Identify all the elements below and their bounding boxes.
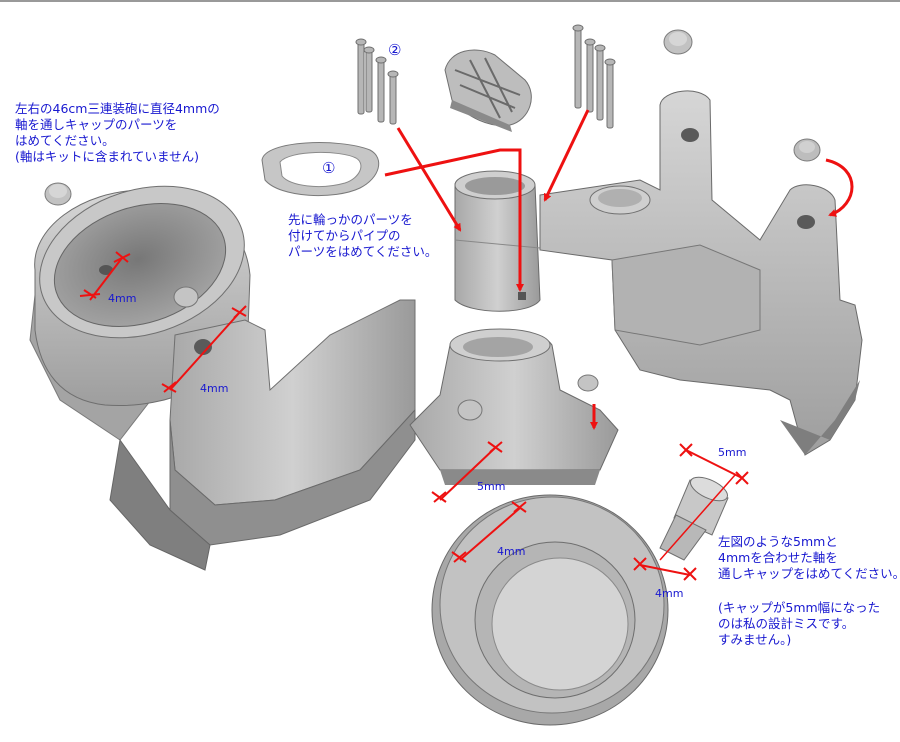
dim-pin-bottom: 4mm: [655, 587, 684, 600]
marker-one: ①: [322, 159, 336, 177]
arrow-ring-to-pipe: [384, 148, 524, 292]
dim-left-arm-shaft: 4mm: [200, 382, 229, 395]
center-note-line-3: パーツをはめてください。: [288, 244, 438, 259]
left-u-arm: [109, 299, 416, 571]
right-instruction-note: 左図のような5mmと 4mmを合わせた軸を 通しキャップをはめてください。: [718, 534, 900, 582]
pin-set-2: [355, 38, 399, 125]
apology-note: (キャップが5mm幅になった のは私の設計ミスです。 すみません。): [718, 600, 880, 648]
bottom-ring: [431, 494, 669, 726]
arrow-cap-to-right: [825, 158, 854, 217]
assembly-arrows: [384, 109, 854, 430]
center-note-line-1: 先に輪っかのパーツを: [288, 212, 413, 227]
turret-bore-hole: [99, 265, 113, 275]
right-assembly: [539, 90, 863, 456]
dim-turret-bore: 4mm: [108, 292, 137, 305]
right-loose-cap: [793, 138, 821, 162]
marker-two: ②: [388, 41, 402, 59]
left-turret-assembly: [29, 182, 416, 571]
dim-ring-bottom: 4mm: [497, 545, 526, 558]
apology-note-line-2: のは私の設計ミスです。: [718, 616, 855, 631]
left-note-line-1: 左右の46cm三連装砲に直径4mmの: [15, 101, 220, 116]
left-note-line-4: (軸はキットに含まれていません): [15, 149, 200, 164]
arrow-right-pins: [543, 109, 590, 202]
left-note-line-2: 軸を通しキャップのパーツを: [15, 117, 178, 132]
top-right-cap: [663, 29, 693, 55]
center-lower-base: [409, 328, 619, 485]
left-turret-drum: [34, 185, 251, 407]
ring-part: [261, 142, 380, 196]
left-note-line-3: はめてください。: [15, 133, 115, 148]
center-instruction-note: 先に輪っかのパーツを 付けてからパイプの パーツをはめてください。: [288, 212, 437, 260]
center-pipe-housing: [454, 170, 541, 312]
right-note-line-1: 左図のような5mmと: [718, 534, 838, 549]
apology-note-line-3: すみません。): [718, 632, 792, 647]
dim-pin-top: 5mm: [718, 446, 747, 459]
left-arm-shaft-hole: [194, 339, 212, 355]
right-note-line-3: 通しキャップをはめてください。: [718, 566, 900, 581]
left-loose-cap: [44, 182, 72, 206]
pin-set-right: [572, 24, 616, 129]
center-note-line-2: 付けてからパイプの: [288, 228, 401, 243]
dimension-marks: [79, 251, 749, 581]
apology-note-line-1: (キャップが5mm幅になった: [718, 600, 881, 615]
grill-part: [444, 49, 532, 132]
arrow-pins-to-pipe: [396, 127, 462, 232]
dim-center-base: 5mm: [477, 480, 506, 493]
right-note-line-2: 4mmを合わせた軸を: [718, 550, 838, 565]
left-instruction-note: 左右の46cm三連装砲に直径4mmの 軸を通しキャップのパーツを はめてください…: [15, 101, 220, 165]
